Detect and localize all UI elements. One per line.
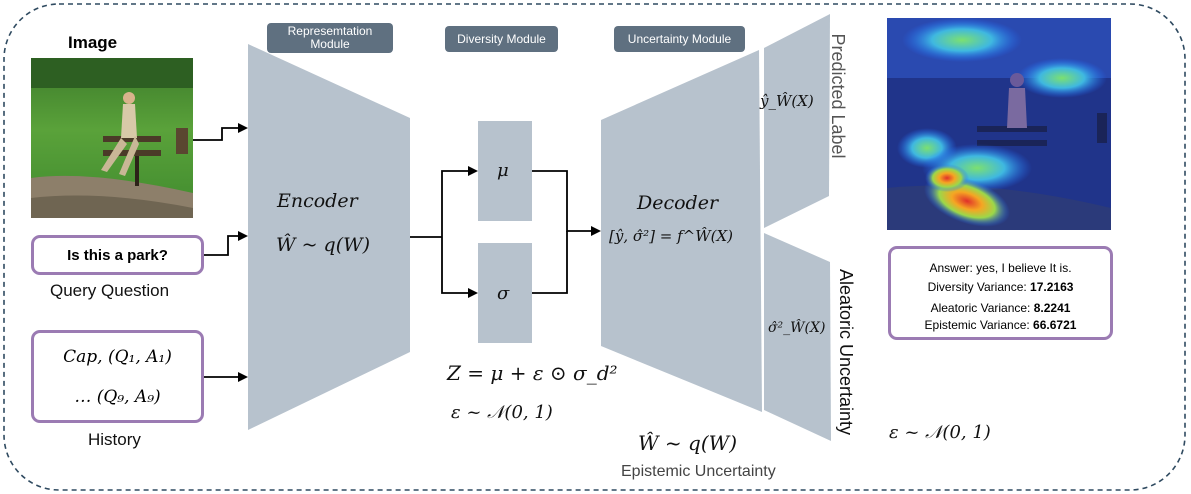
- query-question-box: Is this a park?: [31, 235, 204, 275]
- encoder-formula: Ŵ ~ q(W): [276, 234, 371, 256]
- decoder-shape: [601, 50, 762, 412]
- query-arrow: [203, 231, 248, 256]
- epsilon-formula: ε ~ 𝒩(0, 1): [451, 402, 553, 423]
- epistemic-variance-label: Epistemic Variance:: [924, 318, 1030, 332]
- diversity-variance-label: Diversity Variance:: [927, 280, 1027, 294]
- fork-to-sigma: [441, 237, 478, 298]
- epistemic-caption: Epistemic Uncertainty: [621, 463, 776, 480]
- aleatoric-head-shape: [764, 233, 831, 441]
- predicted-label-text: Predicted Label: [828, 33, 848, 159]
- mu-box: [478, 121, 532, 221]
- mu-label: μ: [497, 160, 509, 181]
- result-row-epistemic: Epistemic Variance: 66.6721: [891, 318, 1110, 332]
- aleatoric-label-text: Aleatoric Uncertainty: [836, 268, 856, 436]
- aleatoric-math: σ̂²_Ŵ(X): [768, 320, 826, 336]
- result-row-diversity: Diversity Variance: 17.2163: [891, 280, 1110, 294]
- park-photo: [31, 58, 193, 218]
- attention-heatmap: [887, 18, 1111, 230]
- aleatoric-variance-label: Aleatoric Variance:: [930, 301, 1031, 315]
- mu-out-line: [532, 170, 601, 236]
- encoder-title: Encoder: [277, 190, 358, 212]
- history-line-2: … (Q₉, A₉): [74, 387, 161, 407]
- result-row-aleatoric: Aleatoric Variance: 8.2241: [891, 301, 1110, 315]
- history-caption: History: [88, 430, 141, 449]
- history-line-1: Cap, (Q₁, A₁): [63, 347, 172, 367]
- outer-dashed-frame: [3, 3, 1186, 491]
- z-formula: Z = μ + ε ⊙ σ_d²: [447, 361, 618, 385]
- sigma-label: σ: [497, 283, 510, 304]
- sigma-box: [478, 243, 532, 343]
- result-answer: Answer: yes, I believe It is.: [929, 261, 1072, 275]
- uncertainty-module-pill: Uncertainty Module: [614, 26, 745, 52]
- fork-to-mu: [441, 166, 478, 237]
- aleatoric-variance-value: 8.2241: [1033, 301, 1071, 315]
- epistemic-variance-value: 66.6721: [1033, 318, 1077, 332]
- decoder-title: Decoder: [637, 192, 719, 214]
- image-title: Image: [68, 33, 118, 52]
- encoder-shape: [248, 44, 410, 430]
- representation-module-pill: Represemtation Module: [267, 23, 393, 53]
- result-box: Answer: yes, I believe It is. Diversity …: [888, 246, 1113, 340]
- diversity-variance-value: 17.2163: [1030, 280, 1074, 294]
- diversity-module-pill: Diversity Module: [445, 26, 558, 52]
- decoder-formula: [ŷ, σ̂²] = f^Ŵ(X): [609, 227, 733, 245]
- history-box: Cap, (Q₁, A₁) … (Q₉, A₉): [31, 330, 204, 423]
- image-arrow: [193, 123, 248, 141]
- right-epsilon-formula: ε ~ 𝒩(0, 1): [889, 422, 991, 443]
- epistemic-formula: Ŵ ~ q(W): [638, 431, 737, 455]
- query-text: Is this a park?: [67, 247, 168, 264]
- predicted-head-shape: [764, 14, 830, 228]
- predicted-math: ŷ_Ŵ(X): [760, 92, 814, 110]
- query-caption: Query Question: [50, 281, 170, 300]
- sigma-out-line: [532, 231, 568, 294]
